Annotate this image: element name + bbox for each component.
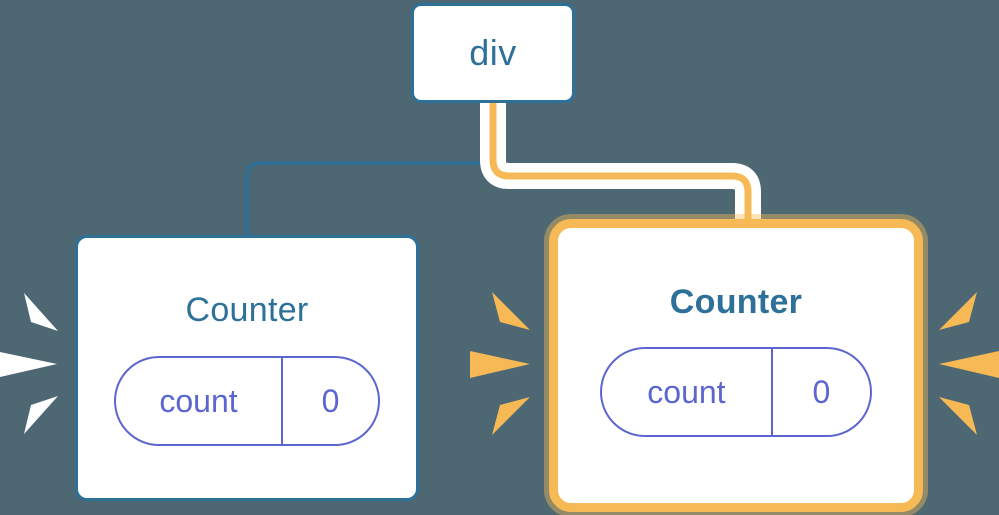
node-counter-left-label: Counter [185,291,309,329]
edge-div-to-counter-left [245,101,495,238]
state-key-right: count [602,349,773,435]
state-pill-left: count 0 [114,356,380,446]
ray-icon [939,292,977,330]
node-div-label: div [469,32,517,73]
edge-casing [480,90,761,245]
sparkle-rays-right-left-orange [470,292,530,435]
state-value-left: 0 [321,382,340,419]
state-key-left: count [116,358,284,444]
node-counter-right[interactable]: Counter count 0 [549,219,923,512]
state-value-right: 0 [812,373,831,410]
sparkle-rays-right-right-orange [939,292,999,435]
node-div[interactable]: div [411,3,575,103]
ray-icon [470,351,530,378]
node-counter-right-label: Counter [669,283,803,321]
edge-div-to-counter-right [489,99,752,236]
state-pill-right: count 0 [600,347,872,437]
ray-icon [939,397,977,435]
ray-icon [939,351,999,378]
ray-icon [492,292,530,330]
ray-icon [24,293,58,331]
node-counter-left[interactable]: Counter count 0 [75,235,419,501]
ray-icon [24,396,58,434]
sparkle-rays-left-white [0,293,58,434]
ray-icon [0,352,57,377]
ray-icon [492,397,530,435]
